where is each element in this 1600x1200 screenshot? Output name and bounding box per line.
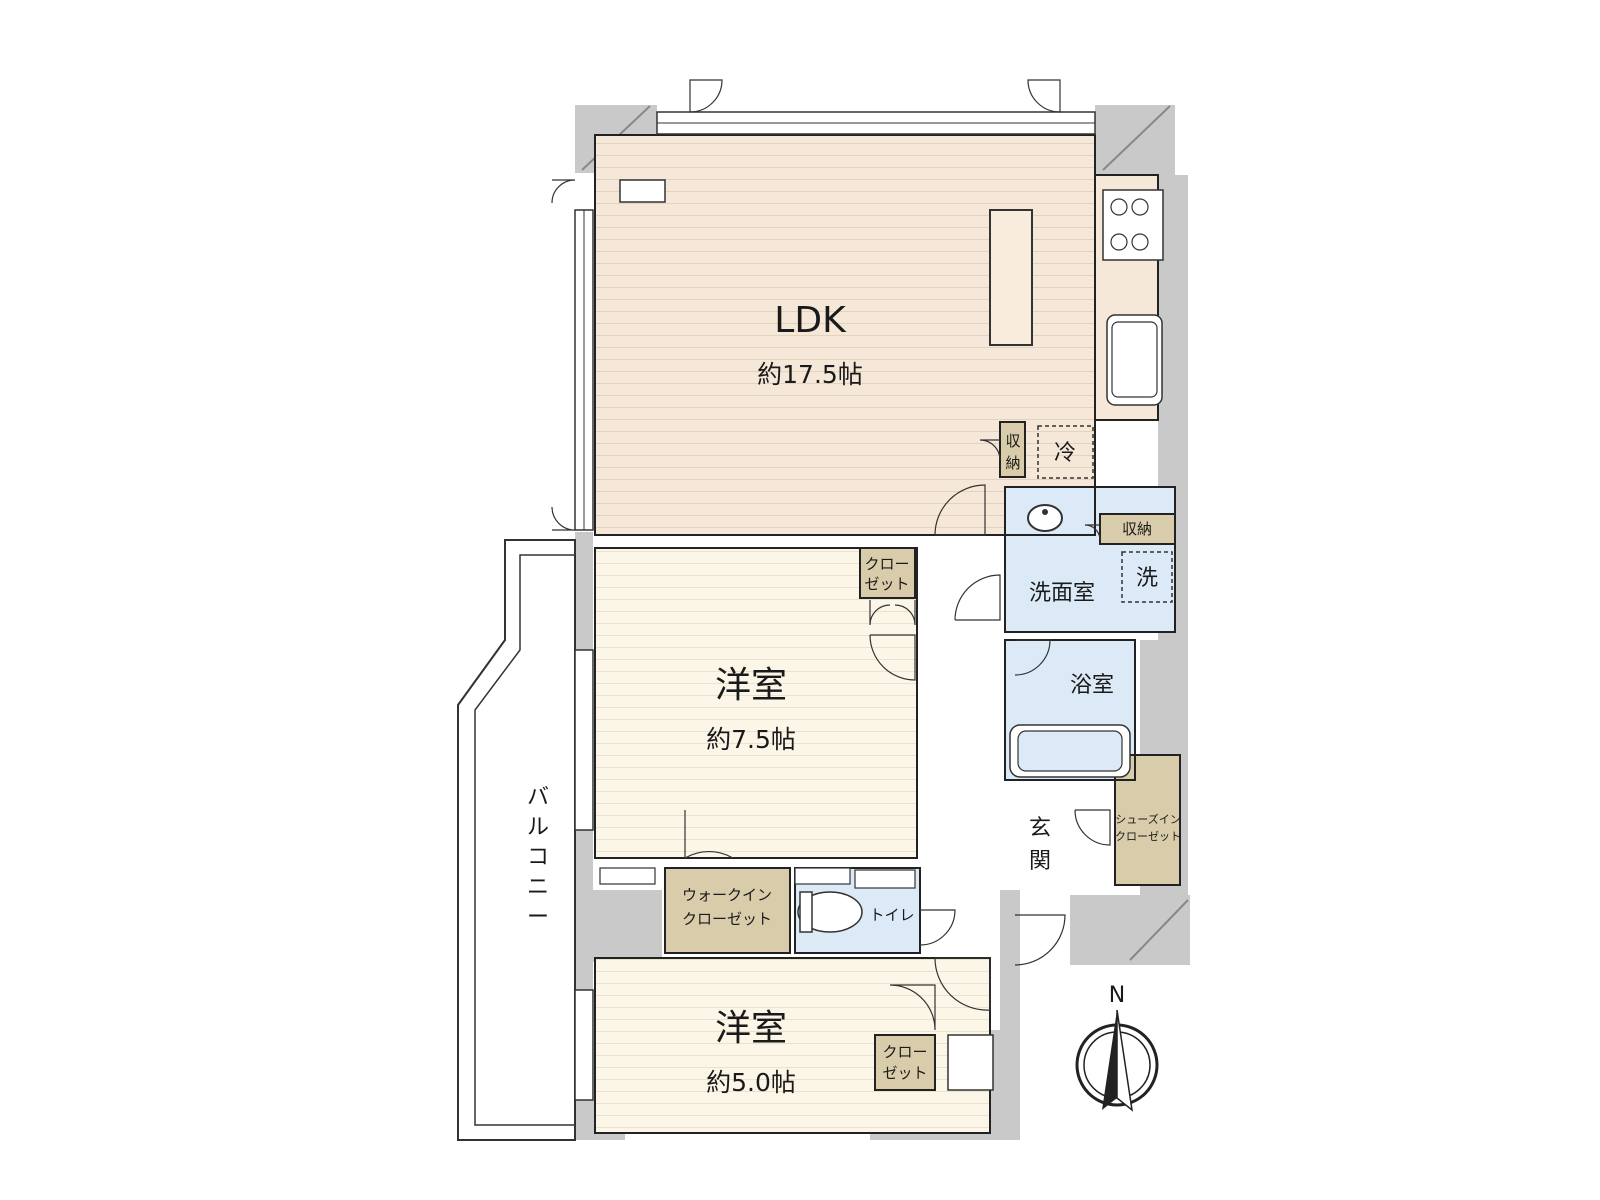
western2-name: 洋室 xyxy=(715,1008,787,1049)
compass-icon: N xyxy=(1075,983,1159,1112)
fixtures xyxy=(599,179,1173,1091)
storage-ldk-line1: 収 xyxy=(1005,432,1020,450)
kitchen-island xyxy=(989,209,1033,346)
toilet-bowl xyxy=(797,891,863,933)
walkin-line2: クローゼット xyxy=(682,910,772,928)
ldk-name: LDK xyxy=(774,300,847,341)
ldk-area: 約17.5帖 xyxy=(757,360,863,389)
balcony-char-2: ル xyxy=(527,815,549,840)
closet1-line2: ゼット xyxy=(864,575,909,593)
balcony-char-4: ニ xyxy=(527,875,549,900)
western1-area: 約7.5帖 xyxy=(706,725,796,754)
shoes-line1: シューズイン xyxy=(1115,812,1180,826)
closet2-line1: クロー xyxy=(882,1043,927,1061)
walkin-line1: ウォークイン xyxy=(682,886,772,904)
windows xyxy=(574,111,1096,1101)
shoes-floor xyxy=(1115,755,1180,885)
fridge-label: 冷 xyxy=(1054,441,1076,466)
fridge-space xyxy=(1037,425,1094,479)
washer-label: 洗 xyxy=(1136,566,1158,591)
kitchen-sink xyxy=(1106,314,1163,406)
storage-wash-floor xyxy=(1100,514,1175,544)
washroom-name: 洗面室 xyxy=(1029,581,1095,606)
western1-name: 洋室 xyxy=(715,665,787,706)
compass-north-label: N xyxy=(1109,983,1125,1008)
entrance-name-2: 関 xyxy=(1029,849,1051,874)
closet2-line2: ゼット xyxy=(882,1064,927,1082)
toilet-name: トイレ xyxy=(869,906,914,924)
closet1-line1: クロー xyxy=(864,555,909,573)
western1-floor xyxy=(595,548,917,858)
entrance-name-1: 玄 xyxy=(1029,816,1051,841)
walkin-floor xyxy=(665,868,790,953)
balcony-char-5: ー xyxy=(527,905,549,930)
balcony xyxy=(457,539,576,1141)
storage-wash-label: 収納 xyxy=(1122,520,1152,538)
storage-ldk-line2: 納 xyxy=(1005,454,1020,472)
labels: LDK 約17.5帖 洋室 約7.5帖 洋室 約5.0帖 洗面室 浴室 トイレ … xyxy=(527,300,1181,1097)
closet2-floor xyxy=(875,1035,935,1090)
shoes-line2: クローゼット xyxy=(1115,830,1181,843)
washer-space xyxy=(1121,551,1173,603)
closet1-floor xyxy=(860,548,915,598)
floors xyxy=(595,135,1180,1133)
door-swings xyxy=(551,79,1111,1031)
hall-floor xyxy=(930,535,1000,890)
wash-basin xyxy=(1027,504,1063,532)
storage-ldk-floor xyxy=(1000,422,1025,477)
western2-area: 約5.0帖 xyxy=(706,1068,796,1097)
balcony-char-3: コ xyxy=(527,845,549,870)
bathroom-name: 浴室 xyxy=(1070,673,1114,698)
wash-floor xyxy=(1005,487,1175,632)
entrance-floor xyxy=(1005,790,1110,890)
balcony-char-1: バ xyxy=(527,785,549,810)
stove xyxy=(1102,189,1164,261)
